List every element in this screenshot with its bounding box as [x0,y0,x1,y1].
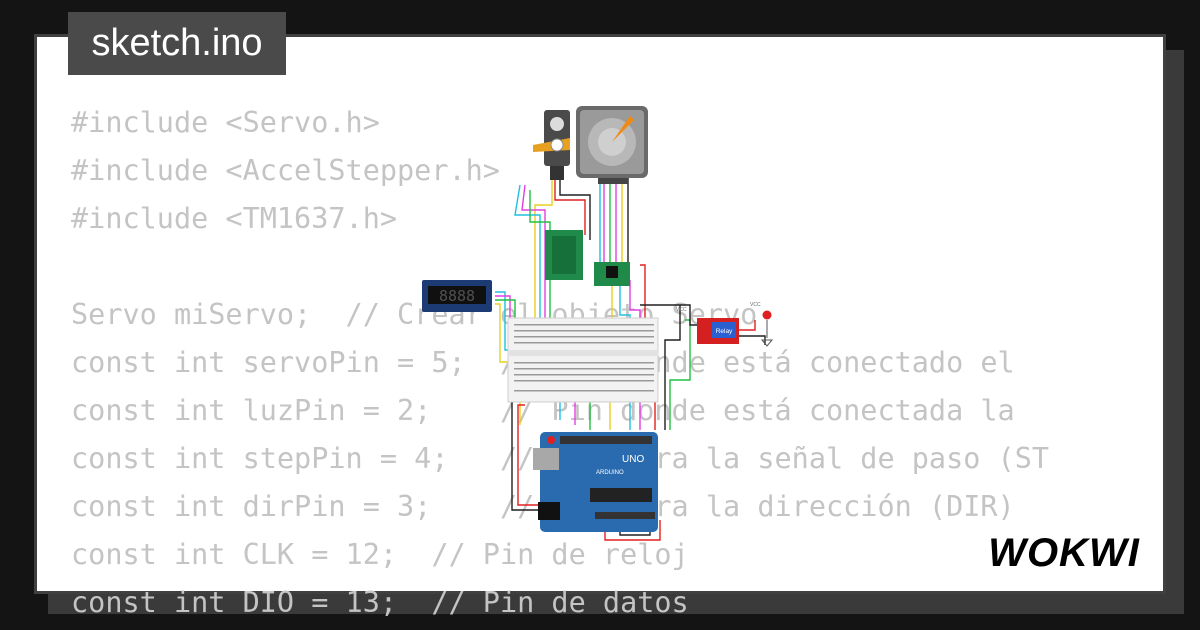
code-line-11: const int DIO = 13; // Pin de datos [71,586,689,619]
code-line-3: #include <TM1637.h> [71,202,398,235]
vcc-label-2: VCC [750,302,761,308]
breadboard [507,317,659,403]
filename-tab[interactable]: sketch.ino [68,12,286,75]
arduino-uno: UNO ARDUINO [533,432,658,532]
code-line-6: const int servoPin = 5; // Pin donde est… [71,346,1015,379]
circuit-diagram: 8888 Relay VCC VCC UNO ARDUINO [422,106,774,541]
arduino-model: UNO [622,454,644,465]
wokwi-logo: WOKWI [988,531,1140,575]
wokwi-logo-text: WOKWI [988,531,1140,575]
stepper-motor [576,106,648,184]
relay-module: Relay [697,318,739,344]
code-preview: #include <Servo.h> #include <AccelStepper… [71,99,1049,627]
display-digits: 8888 [439,287,475,305]
code-line-9: const int dirPin = 3; // Pin para la dir… [71,490,1015,523]
led [760,310,774,347]
seven-segment-display: 8888 [422,280,492,312]
stepper-driver [545,230,630,286]
relay-label: Relay [716,328,733,335]
code-line-8: const int stepPin = 4; // Pin para la se… [71,442,1050,475]
code-line-10: const int CLK = 12; // Pin de reloj [71,538,689,571]
servo-motor [533,110,570,180]
code-line-2: #include <AccelStepper.h> [71,154,500,187]
code-line-1: #include <Servo.h> [71,106,380,139]
arduino-brand: ARDUINO [596,470,624,476]
vcc-label-1: VCC [676,307,687,313]
filename-label: sketch.ino [91,22,263,64]
